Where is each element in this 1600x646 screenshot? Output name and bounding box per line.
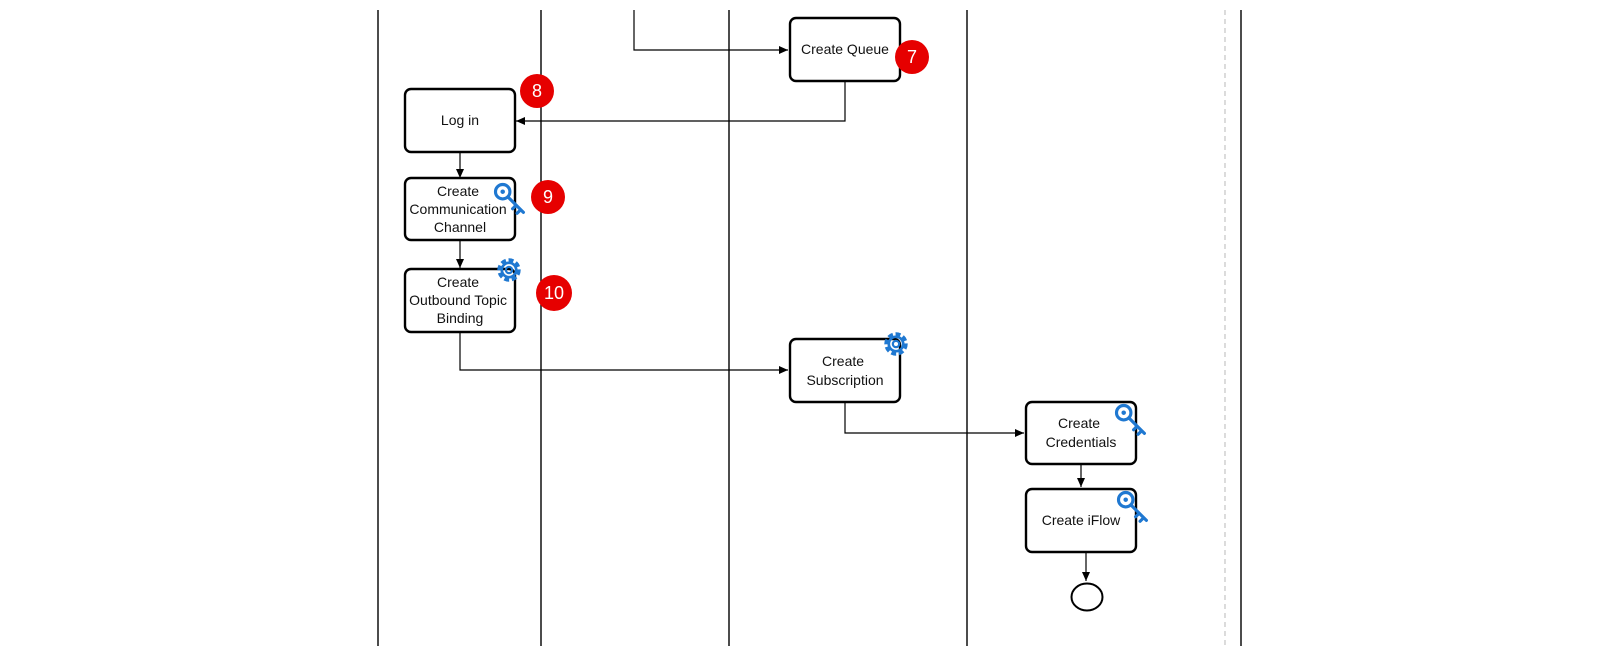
node-box — [1024, 400, 1138, 466]
step-badge: 9 — [531, 180, 565, 214]
connector-queue-to-login — [516, 81, 846, 125]
node-label: Create iFlow — [1042, 512, 1121, 528]
node-box — [788, 337, 902, 404]
node-label: Create Queue — [801, 41, 889, 57]
node-label-line: Outbound Topic — [409, 292, 507, 308]
svg-text:Create iFlow: Create iFlow — [1042, 512, 1121, 528]
node-label-line: Credentials — [1046, 434, 1117, 450]
node-label-line: Communication — [409, 201, 506, 217]
step-badge-label: 7 — [907, 47, 917, 67]
node-label: Log in — [441, 112, 479, 128]
svg-text:Create Communication: Create Communication Channel — [409, 183, 510, 235]
node-create-queue[interactable]: Create Queue 7 — [788, 16, 929, 83]
step-badge: 7 — [895, 40, 929, 74]
node-label-line: Channel — [434, 219, 486, 235]
svg-text:Log in: Log in — [441, 112, 479, 128]
svg-text:Create Queue: Create Queue — [801, 41, 889, 57]
swimlane-dividers — [377, 10, 1242, 646]
svg-text:Create Outbound Topic: Create Outbound Topic Binding — [409, 274, 511, 326]
connector-subscription-to-credentials — [844, 402, 1024, 437]
node-label-line: Create — [1058, 415, 1100, 431]
node-box — [403, 176, 517, 242]
node-create-iflow[interactable]: Create iFlow — [1024, 487, 1148, 554]
node-box — [403, 267, 517, 334]
connector-binding-to-subscription — [459, 332, 788, 374]
step-badge: 8 — [520, 74, 554, 108]
connector-to-create-queue — [633, 10, 788, 54]
step-badge-label: 10 — [544, 283, 564, 303]
node-box — [1024, 487, 1138, 554]
node-box — [403, 87, 517, 154]
connectors — [456, 10, 1090, 581]
node-log-in[interactable]: Log in 8 — [403, 74, 554, 154]
node-label-line: Binding — [437, 310, 484, 326]
step-badge: 10 — [536, 275, 572, 311]
step-badge-label: 9 — [543, 187, 553, 207]
node-create-outbound-topic-binding[interactable]: Create Outbound Topic Binding 10 — [403, 258, 572, 334]
node-label-line: Create — [822, 353, 864, 369]
svg-text:Create Credentials: Create Credentials — [1046, 415, 1117, 450]
node-label-line: Create — [437, 183, 479, 199]
node-create-credentials[interactable]: Create Credentials — [1024, 400, 1146, 466]
svg-text:Create Subscription: Create Subscription — [806, 353, 883, 388]
step-badge-label: 8 — [532, 81, 542, 101]
end-event[interactable] — [1070, 582, 1104, 612]
node-create-subscription[interactable]: Create Subscription — [788, 332, 908, 404]
node-create-communication-channel[interactable]: Create Communication Channel 9 — [403, 176, 565, 242]
node-label-line: Create — [437, 274, 479, 290]
node-label-line: Subscription — [806, 372, 883, 388]
